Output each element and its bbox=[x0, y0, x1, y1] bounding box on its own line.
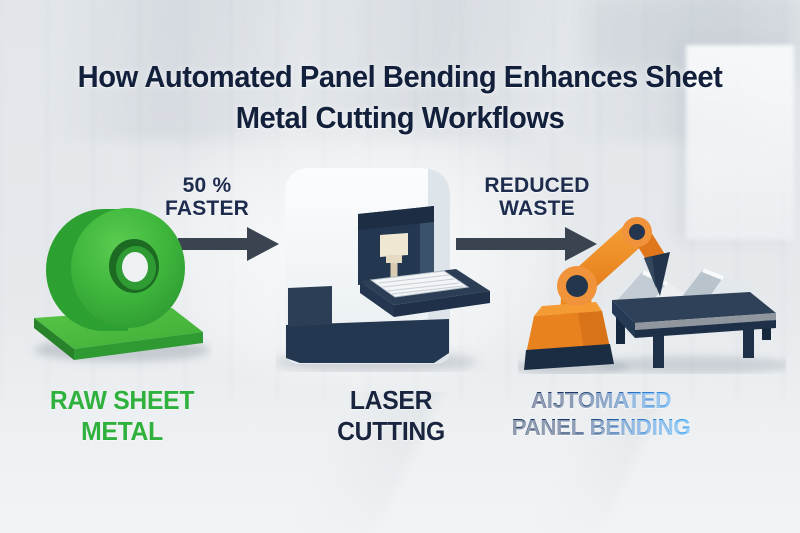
page-title: How Automated Panel Bending Enhances She… bbox=[24, 56, 776, 138]
sheet-metal-coil-icon bbox=[34, 208, 210, 362]
step-label-raw-sheet-metal: RAW SHEET METAL bbox=[27, 385, 217, 447]
arrow-faster-line-1: 50 % bbox=[182, 174, 232, 197]
step-label-automated-panel-bending: AIJTOMATED PANEL BENDING bbox=[497, 387, 705, 441]
right-arrow-icon bbox=[456, 227, 597, 261]
step-2-label-line-1: LASER bbox=[349, 385, 433, 415]
laser-cutting-machine-icon bbox=[276, 168, 490, 372]
title-line-2: Metal Cutting Workflows bbox=[235, 99, 565, 135]
background-window-panel bbox=[686, 45, 794, 240]
step-2-label-line-2: CUTTING bbox=[337, 416, 445, 446]
step-1-label-line-2: METAL bbox=[81, 416, 163, 446]
arrow-label-faster: 50 % FASTER bbox=[132, 174, 282, 220]
arrow-label-reduced-waste: REDUCED WASTE bbox=[462, 174, 612, 220]
arrow-waste-line-2: WASTE bbox=[499, 197, 575, 220]
step-label-laser-cutting: LASER CUTTING bbox=[296, 385, 486, 447]
arrow-faster-line-2: FASTER bbox=[164, 197, 250, 220]
step-1-label-line-1: RAW SHEET bbox=[49, 385, 195, 415]
step-3-label-line-2: PANEL BENDING bbox=[511, 414, 691, 440]
title-line-1: How Automated Panel Bending Enhances She… bbox=[77, 58, 723, 94]
right-arrow-icon bbox=[178, 227, 279, 261]
background-floor bbox=[0, 392, 800, 533]
step-3-label-line-1: AIJTOMATED bbox=[530, 387, 672, 413]
arrow-waste-line-1: REDUCED bbox=[484, 174, 590, 197]
panel-bending-robot-icon bbox=[518, 217, 786, 374]
